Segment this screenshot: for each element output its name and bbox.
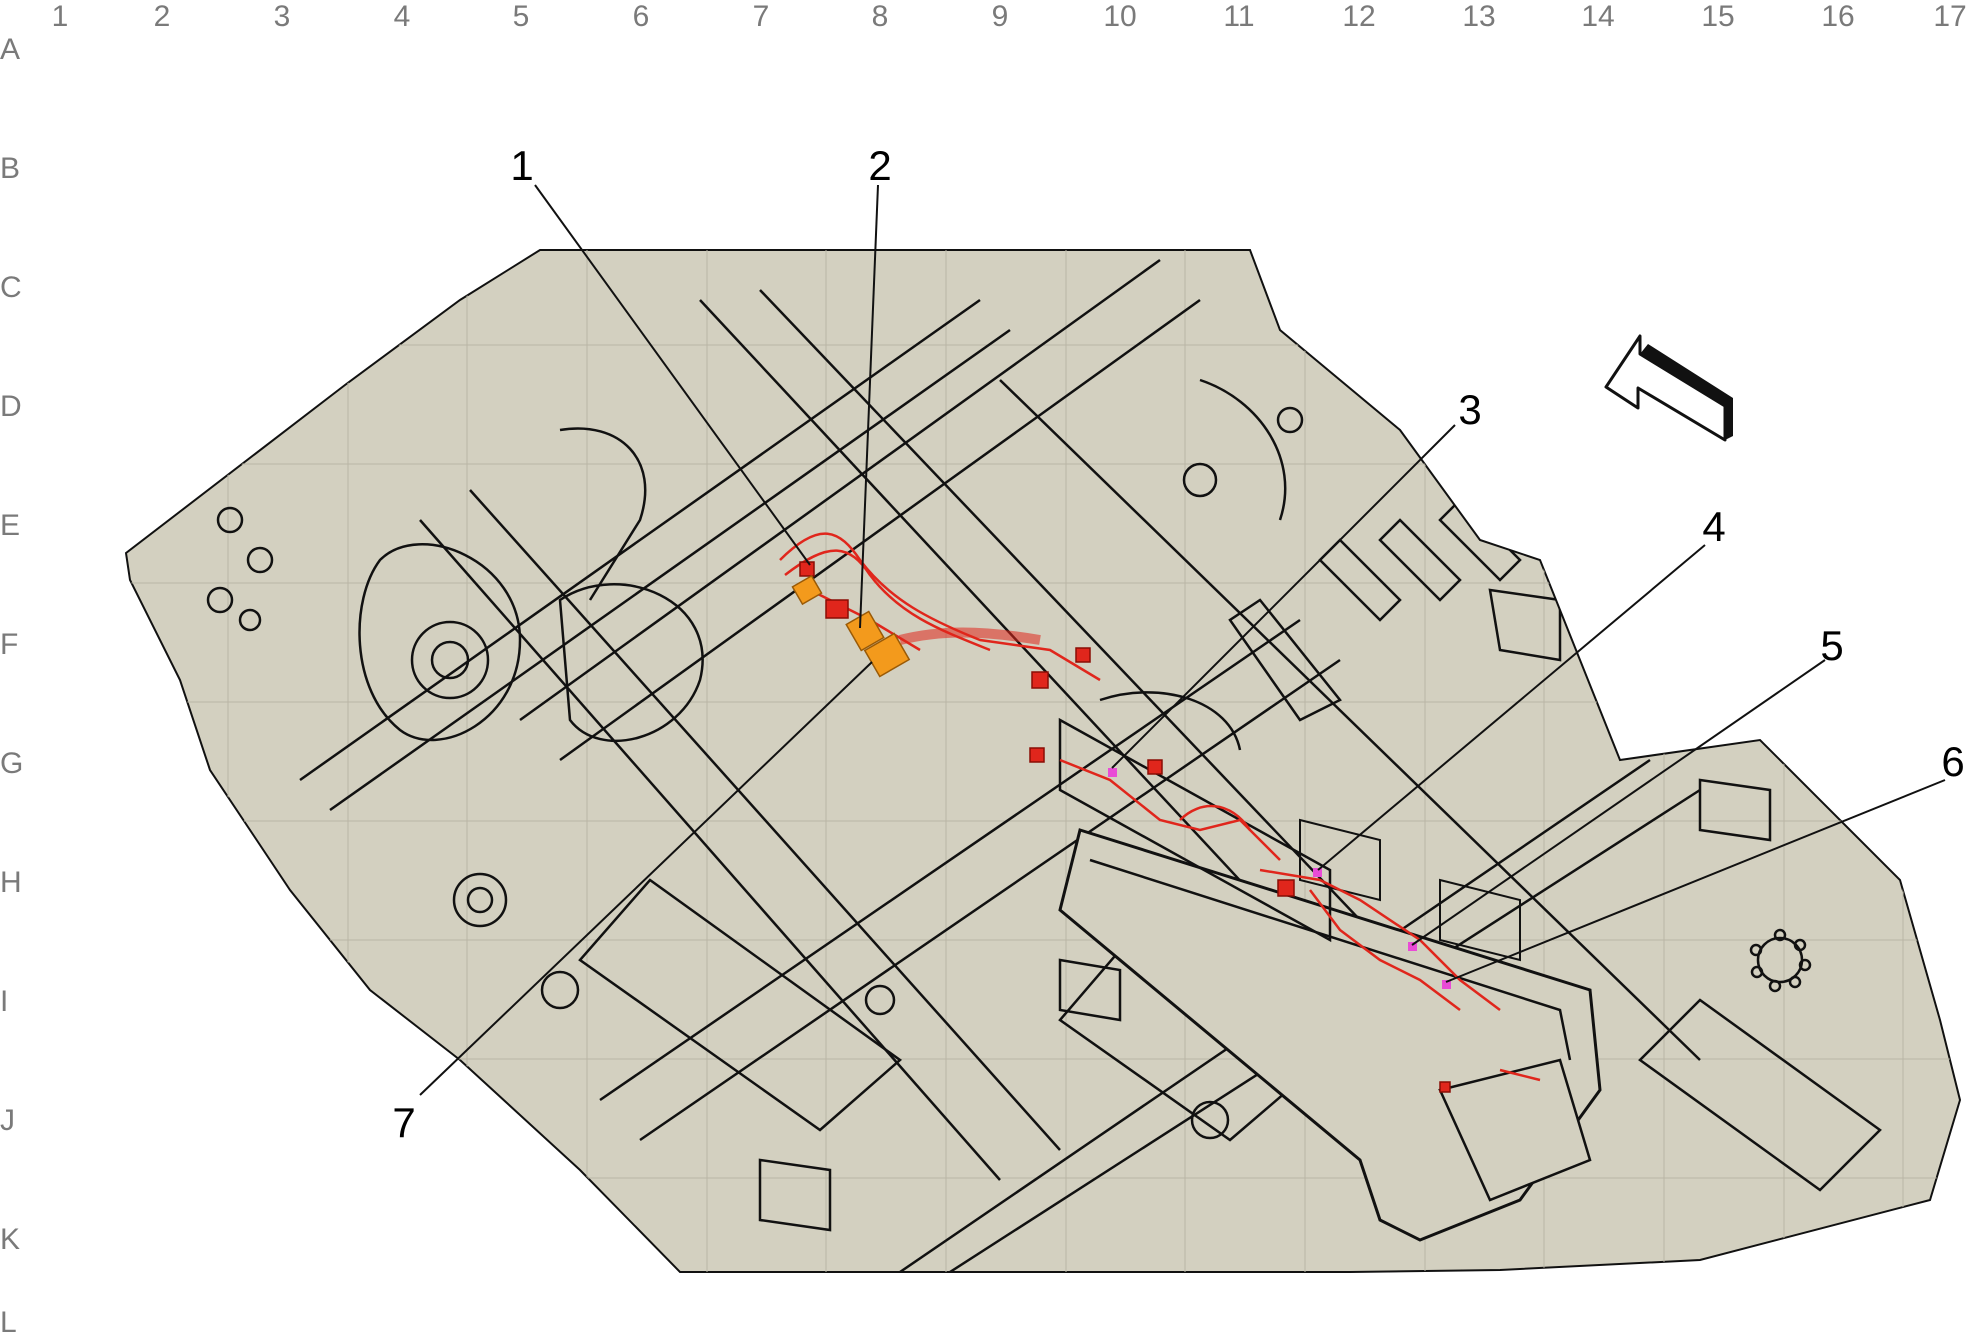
grid-column-label: 4 bbox=[393, 0, 411, 33]
grid-row-label: E bbox=[0, 509, 21, 542]
grid-row-label: I bbox=[0, 985, 9, 1018]
grid-row-label: L bbox=[0, 1306, 17, 1339]
grid-column-label: 16 bbox=[1821, 0, 1855, 33]
grid-row-label: A bbox=[0, 33, 21, 66]
callout-6: 6 bbox=[1941, 738, 1965, 785]
grid-column-label: 17 bbox=[1933, 0, 1967, 33]
grid-column-label: 6 bbox=[632, 0, 650, 33]
callout-4: 4 bbox=[1702, 503, 1726, 550]
grid-column-label: 5 bbox=[512, 0, 530, 33]
grid-column-label: 8 bbox=[871, 0, 889, 33]
grid-column-label: 1 bbox=[51, 0, 69, 33]
grid-row-label: H bbox=[0, 866, 22, 899]
callout-5: 5 bbox=[1820, 622, 1844, 669]
front-direction-arrow-icon bbox=[1604, 334, 1733, 442]
grid-column-label: 13 bbox=[1462, 0, 1496, 33]
red-connectors bbox=[799, 561, 1451, 1093]
grid-row-label: K bbox=[0, 1223, 21, 1256]
grid-column-label: 10 bbox=[1103, 0, 1137, 33]
callout-7: 7 bbox=[392, 1099, 416, 1146]
grid-row-label: B bbox=[0, 152, 21, 185]
body-structure-lines bbox=[206, 258, 1882, 1272]
grid-row-label: D bbox=[0, 390, 22, 423]
grid-row-label: F bbox=[0, 628, 19, 661]
grid-column-label: 15 bbox=[1701, 0, 1735, 33]
callout-1: 1 bbox=[510, 142, 534, 189]
callout-3: 3 bbox=[1458, 386, 1482, 433]
grid-column-label: 12 bbox=[1342, 0, 1376, 33]
grid-column-label: 7 bbox=[752, 0, 770, 33]
grid-column-label: 2 bbox=[153, 0, 171, 33]
orange-connectors bbox=[791, 574, 911, 678]
callout-2: 2 bbox=[868, 142, 892, 189]
grid-column-label: 14 bbox=[1581, 0, 1615, 33]
grid-column-label: 3 bbox=[273, 0, 291, 33]
center-console bbox=[1058, 691, 1602, 1242]
grid-row-label: G bbox=[0, 747, 24, 780]
grid-row-label: C bbox=[0, 271, 22, 304]
pink-splice-points bbox=[1108, 768, 1451, 989]
grid-column-label: 11 bbox=[1223, 0, 1255, 33]
leader-lines bbox=[419, 184, 1946, 1096]
grid-column-label: 9 bbox=[991, 0, 1009, 33]
harness-sleeve bbox=[898, 627, 1041, 645]
grid-row-label: J bbox=[0, 1104, 15, 1137]
